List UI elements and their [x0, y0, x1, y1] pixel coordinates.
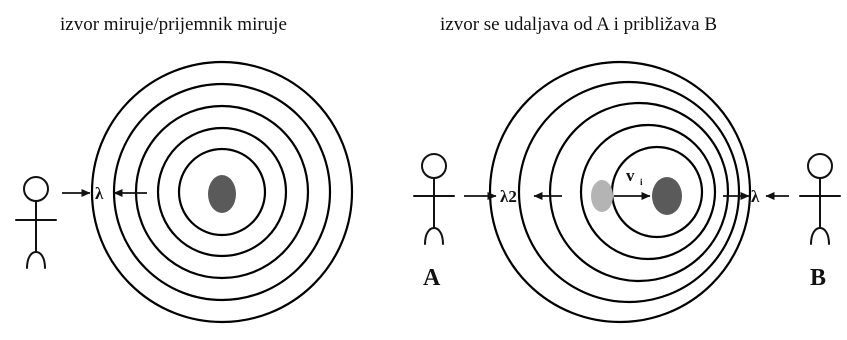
- right-wavefront-3: [548, 101, 730, 283]
- left-wavefront-5: [90, 60, 354, 324]
- previous-source-position: [591, 180, 613, 212]
- right-wavefronts: [488, 60, 752, 324]
- left-source-dot: [208, 175, 236, 213]
- left-panel: izvor miruje/prijemnik miruje λ: [15, 14, 354, 324]
- wavelength-lambda2-label: λ2: [500, 187, 517, 206]
- right-source-dot: [652, 177, 682, 215]
- left-wavefront-1: [177, 147, 267, 237]
- observer-a-label: A: [423, 265, 441, 291]
- left-wavefront-2: [156, 126, 288, 258]
- right-wavefront-4: [517, 80, 741, 304]
- left-wavefronts: [90, 60, 354, 324]
- observer-b-label: B: [810, 265, 826, 291]
- left-observer-figure: [15, 176, 57, 269]
- left-wavefront-3: [134, 104, 310, 280]
- right-wavefront-2: [579, 123, 717, 261]
- velocity-label: v: [626, 166, 635, 185]
- observer-a-figure: [413, 153, 455, 245]
- velocity-subscript: i: [640, 177, 643, 187]
- right-panel-title: izvor se udaljava od A i približava B: [440, 14, 717, 35]
- right-wavefront-5: [488, 60, 752, 324]
- left-panel-title: izvor miruje/prijemnik miruje: [60, 14, 287, 35]
- left-wavelength-label: λ: [95, 184, 104, 203]
- right-panel: izvor se udaljava od A i približava B v …: [413, 14, 841, 324]
- wavelength-lambda-b-label: λ: [751, 187, 760, 206]
- observer-b-figure: [799, 153, 841, 245]
